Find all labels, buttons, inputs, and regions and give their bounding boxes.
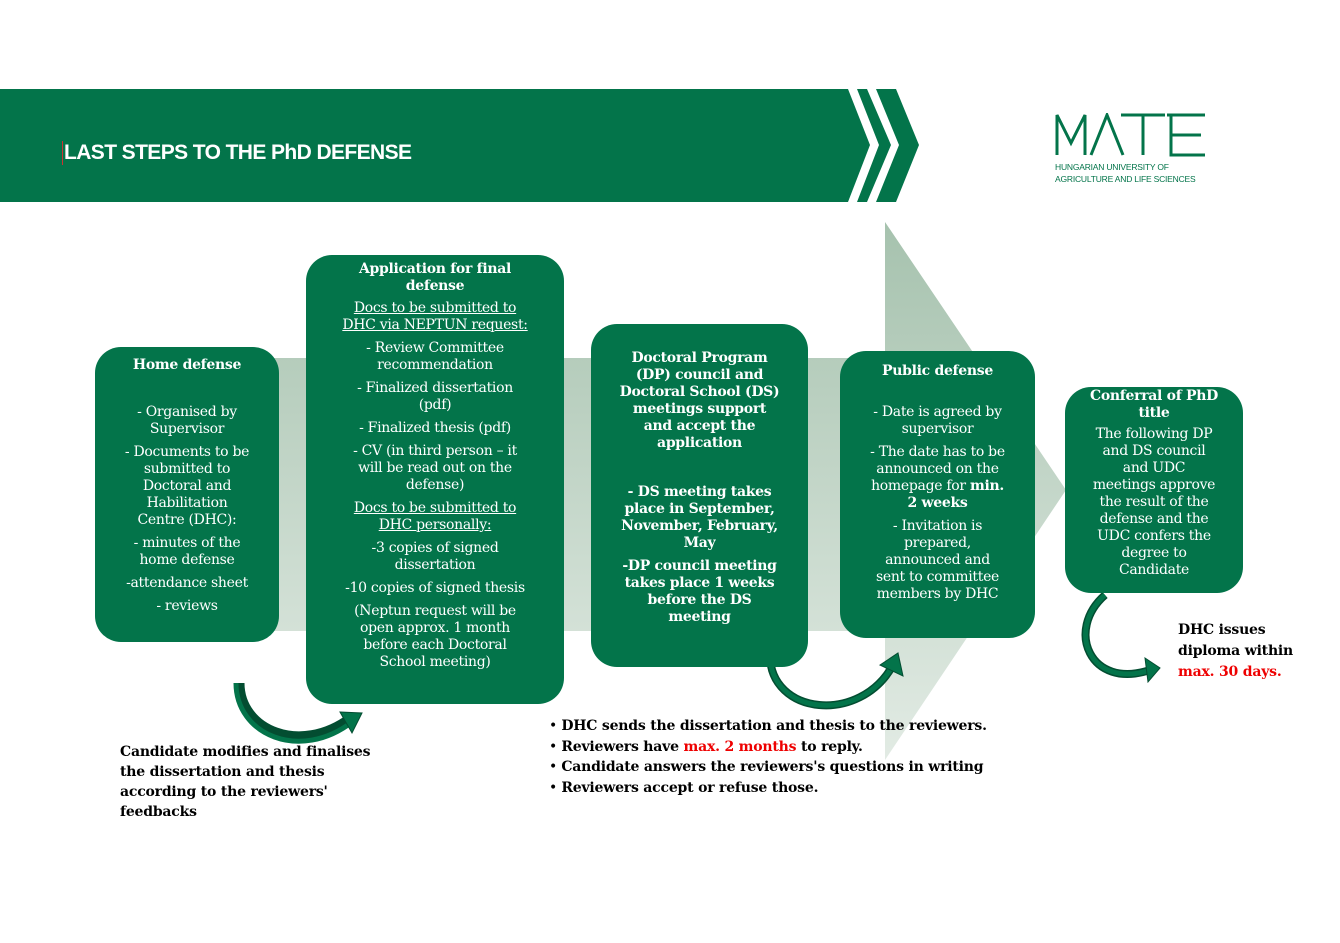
header-banner [0, 89, 919, 202]
step-item: - Invitation is prepared, announced and … [875, 518, 1000, 602]
bullet-item: DHC sends the dissertation and thesis to… [549, 716, 987, 737]
mate-wordmark-icon [1055, 110, 1205, 157]
bullet-item: Candidate answers the reviewers's questi… [549, 757, 987, 778]
step-title: Public defense [882, 363, 993, 379]
step-subheading: Docs to be submitted to DHC via NEPTUN r… [342, 300, 528, 333]
bullet-text: Reviewers have [561, 738, 684, 755]
bullet-text: to reply. [796, 738, 863, 755]
step-item: -DP council meeting takes place 1 weeks … [622, 558, 777, 625]
step-conferral: Conferral of PhD title The following DP … [1065, 387, 1243, 593]
step-item: - The date has to be announced on the ho… [844, 444, 1031, 512]
step-item: - Finalized thesis (pdf) [359, 420, 511, 436]
step-item: - Review Committee recommendation [366, 340, 504, 373]
step-item: -10 copies of signed thesis [345, 580, 525, 596]
step-item: - DS meeting takes place in September, N… [621, 484, 778, 551]
logo-subtitle-1: HUNGARIAN UNIVERSITY OF [1055, 162, 1169, 172]
bullet-item: Reviewers accept or refuse those. [549, 778, 987, 799]
step-item: - Finalized dissertation (pdf) [357, 380, 513, 413]
step-application: Application for final defense Docs to be… [306, 255, 564, 704]
step-item-emphasis: min. 2 weeks [907, 478, 1005, 511]
step-title: Home defense [132, 357, 242, 373]
review-deadline: max. 2 months [683, 738, 797, 755]
diploma-note: DHC issues diploma within max. 30 days. [1178, 620, 1293, 683]
step-item: - reviews [156, 598, 218, 614]
step-title: Application for final defense [358, 261, 512, 294]
step-item: - Documents to be submitted to Doctoral … [124, 444, 250, 528]
step-item: -3 copies of signed dissertation [371, 540, 499, 573]
page-title: LAST STEPS TO THE PhD DEFENSE [62, 141, 412, 165]
step-item: - minutes of the home defense [133, 535, 241, 568]
step-item: (Neptun request will be open approx. 1 m… [354, 603, 516, 670]
curved-arrow-1 [235, 682, 353, 741]
candidate-note: Candidate modifies and finalises the dis… [120, 744, 371, 820]
step-title: Doctoral Program (DP) council and Doctor… [619, 350, 780, 451]
step-item: - Organised by Supervisor [137, 404, 237, 437]
step-item: -attendance sheet [126, 575, 248, 591]
step-item: The following DP and DS council and UDC … [1092, 426, 1216, 578]
step-item: - Date is agreed by supervisor [873, 404, 1002, 437]
diploma-note-text: DHC issues diploma within [1178, 622, 1294, 659]
step-public-defense: Public defense - Date is agreed by super… [840, 351, 1035, 638]
step-council: Doctoral Program (DP) council and Doctor… [591, 324, 808, 667]
logo-subtitle-2: AGRICULTURE AND LIFE SCIENCES [1055, 174, 1196, 184]
step-subheading: Docs to be submitted to DHC personally: [353, 500, 517, 533]
bullet-item: Reviewers have max. 2 months to reply. [549, 737, 987, 758]
step-title: Conferral of PhD title [1090, 388, 1218, 421]
diploma-deadline: max. 30 days. [1178, 664, 1282, 680]
review-bullets: DHC sends the dissertation and thesis to… [549, 716, 987, 798]
step-home-defense: Home defense - Organised by Supervisor -… [95, 347, 279, 642]
mate-logo: HUNGARIAN UNIVERSITY OF AGRICULTURE AND … [1055, 110, 1215, 185]
step-item: - CV (in third person – it will be read … [353, 443, 517, 493]
step-item-text: - The date has to be announced on the ho… [870, 444, 1005, 494]
